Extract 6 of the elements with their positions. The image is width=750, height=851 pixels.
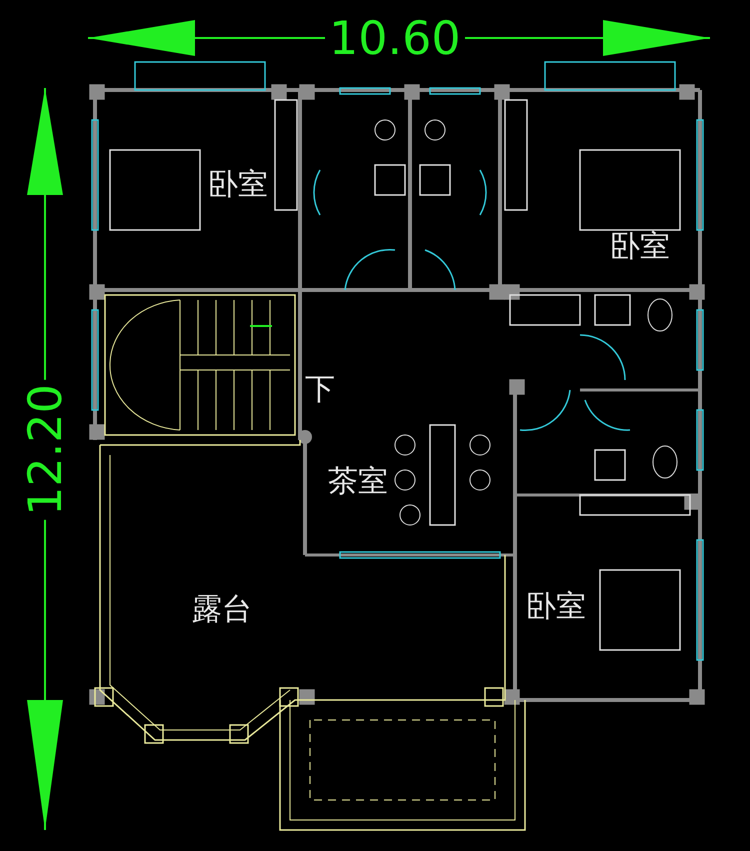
room-label: 卧室 bbox=[610, 232, 670, 262]
room-label: 卧室 bbox=[526, 592, 586, 622]
room-label: 下 bbox=[305, 375, 335, 405]
room-label: 茶室 bbox=[328, 467, 388, 497]
room-label: 露台 bbox=[192, 595, 252, 625]
room-label: 卧室 bbox=[208, 170, 268, 200]
